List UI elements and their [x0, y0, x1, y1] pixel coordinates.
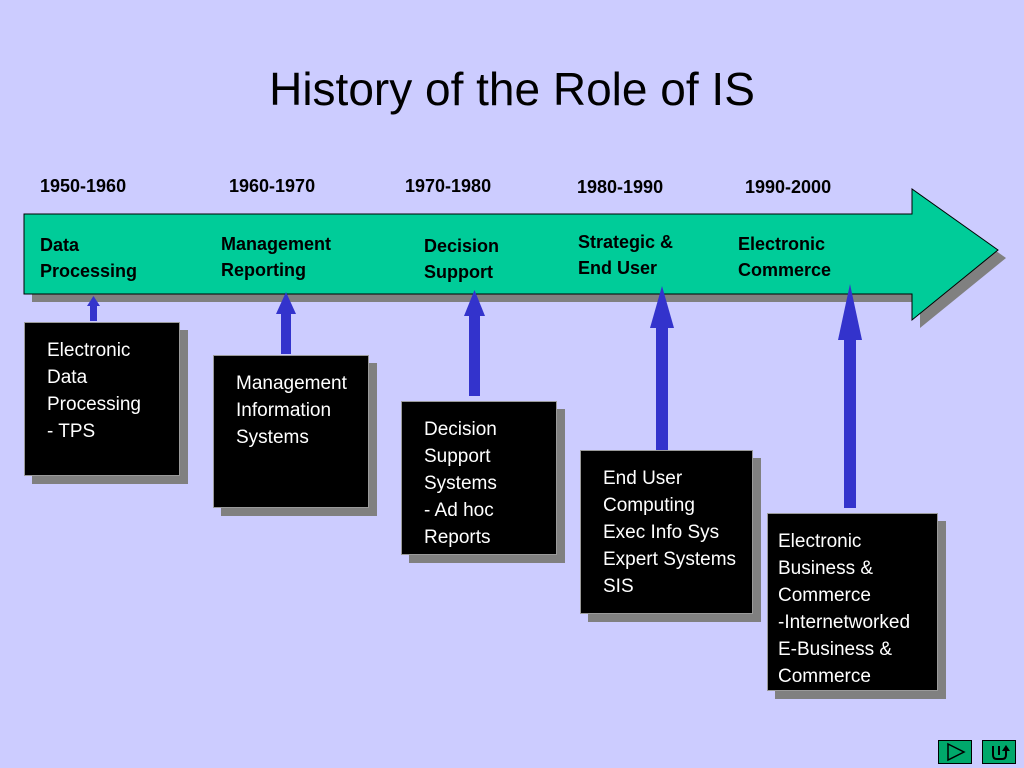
up-arrow-1 [87, 296, 100, 321]
system-box: Decision Support Systems - Ad hoc Report… [401, 401, 557, 555]
year-label: 1980-1990 [577, 177, 664, 197]
year-label: 1990-2000 [745, 177, 832, 197]
up-arrow-2 [276, 292, 296, 354]
year-label: 1950-1960 [40, 176, 127, 196]
era-label: Data Processing [40, 235, 138, 281]
year-label: 1960-1970 [229, 176, 316, 196]
system-box: Management Information Systems [213, 355, 369, 508]
era-label: Management Reporting [221, 234, 332, 280]
system-box: Electronic Data Processing - TPS [24, 322, 180, 476]
play-triangle-icon [947, 742, 966, 762]
up-arrow-5 [838, 284, 862, 508]
era-label: Strategic & End User [578, 232, 674, 278]
slide-title: History of the Role of IS [269, 63, 755, 115]
era-label: Electronic Commerce [738, 234, 832, 280]
year-label: 1970-1980 [405, 176, 492, 196]
timeline-arrow [23, 188, 999, 322]
return-button[interactable] [982, 740, 1016, 764]
system-box: End User Computing Exec Info Sys Expert … [580, 450, 753, 614]
up-arrow-4 [650, 286, 674, 451]
next-slide-button[interactable] [938, 740, 972, 764]
return-arrow-icon [992, 745, 1010, 760]
system-box: Electronic Business & Commerce -Internet… [767, 513, 938, 691]
up-arrow-3 [464, 290, 485, 396]
era-label: Decision Support [424, 236, 500, 282]
